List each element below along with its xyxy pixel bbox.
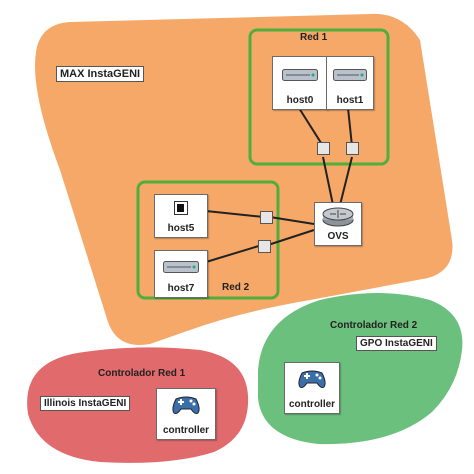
controller1-label: controller bbox=[162, 425, 210, 436]
host5-label: host5 bbox=[167, 223, 195, 234]
link-port-ovs-c bbox=[269, 216, 315, 225]
host5-node[interactable]: host5 bbox=[154, 194, 208, 238]
host0-label: host0 bbox=[286, 95, 314, 106]
host7-node[interactable]: host7 bbox=[154, 250, 208, 298]
controller2-node[interactable]: controller bbox=[284, 362, 340, 414]
controlador-red1-title: Controlador Red 1 bbox=[98, 368, 186, 379]
red1-network-box bbox=[248, 28, 390, 166]
ovs-node[interactable]: OVS bbox=[314, 202, 362, 246]
link-port bbox=[317, 142, 330, 155]
link-port-ovs-a bbox=[322, 156, 334, 206]
controller2-label: controller bbox=[288, 399, 336, 410]
gamepad-icon bbox=[172, 396, 200, 414]
link-host1-port bbox=[347, 107, 353, 147]
host7-label: host7 bbox=[167, 283, 195, 294]
link-host0-port bbox=[298, 107, 324, 147]
router-icon bbox=[322, 207, 354, 227]
server-icon bbox=[333, 69, 367, 81]
controller1-node[interactable]: controller bbox=[156, 388, 216, 440]
link-port-ovs-b bbox=[339, 156, 353, 206]
server-icon bbox=[282, 69, 318, 81]
red2-label: Red 2 bbox=[222, 282, 250, 293]
link-port bbox=[260, 211, 273, 224]
ovs-label: OVS bbox=[327, 231, 349, 242]
controlador-red2-title: Controlador Red 2 bbox=[330, 320, 418, 331]
host1-node[interactable]: host1 bbox=[326, 56, 374, 110]
gamepad-icon bbox=[298, 370, 326, 388]
link-port bbox=[258, 240, 271, 253]
host1-label: host1 bbox=[336, 95, 364, 106]
gpo-instageni-label: GPO InstaGENI bbox=[356, 336, 437, 351]
box-icon bbox=[174, 201, 188, 215]
link-port-ovs-d bbox=[267, 229, 315, 246]
link-port bbox=[346, 142, 359, 155]
red2-network-box bbox=[136, 180, 280, 300]
link-host5-port bbox=[205, 210, 265, 218]
max-instageni-label: MAX InstaGENI bbox=[56, 66, 145, 82]
illinois-instageni-label: Illinois InstaGENI bbox=[40, 396, 131, 411]
link-host7-port bbox=[205, 244, 263, 263]
red1-label: Red 1 bbox=[300, 32, 328, 43]
host0-node[interactable]: host0 bbox=[272, 56, 328, 110]
server-icon bbox=[163, 261, 199, 273]
